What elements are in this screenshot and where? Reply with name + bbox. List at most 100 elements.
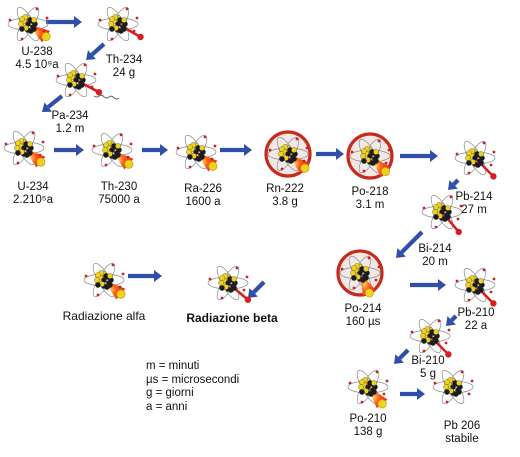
- nucleon: [14, 145, 20, 151]
- electron: [362, 169, 366, 173]
- electron: [208, 277, 212, 281]
- electron: [447, 328, 451, 332]
- nuclide-half-life: 160 µs: [345, 316, 381, 328]
- nucleon: [95, 282, 101, 288]
- atom-pb210: [454, 267, 497, 307]
- nucleon: [350, 270, 356, 276]
- nucleon: [199, 145, 205, 151]
- label-pa234: Pa-234 1.2 m: [51, 110, 88, 136]
- electron: [348, 381, 352, 385]
- electron: [422, 349, 426, 353]
- nucleon: [443, 384, 449, 390]
- electron: [482, 268, 486, 272]
- nucleon: [433, 214, 439, 220]
- arrow-head: [244, 144, 252, 156]
- nucleon: [432, 209, 438, 215]
- arrow-head: [74, 16, 82, 28]
- nucleon: [363, 275, 369, 281]
- nucleon: [15, 150, 21, 156]
- nucleon: [420, 333, 426, 339]
- unit-days: g = giorni: [146, 387, 194, 399]
- nuclide-half-life: 75000 a: [98, 194, 140, 206]
- arrow-head: [42, 102, 52, 112]
- nuclide-name: Po-218: [351, 186, 389, 198]
- nuclide-half-life: 138 g: [353, 426, 383, 438]
- nuclide-name: Th-234: [105, 54, 143, 66]
- nucleon: [278, 151, 284, 157]
- nuclide-name: Pb-214: [455, 191, 493, 203]
- alpha-particle: [36, 157, 46, 167]
- nucleon: [478, 278, 484, 284]
- nucleon: [358, 384, 364, 390]
- arrow-head: [154, 270, 162, 282]
- atom-po214: [336, 249, 384, 298]
- nucleon: [351, 265, 357, 271]
- electron: [280, 167, 284, 171]
- electron: [118, 285, 122, 289]
- legend-beta-atom: [207, 265, 252, 303]
- electron: [352, 286, 356, 290]
- beta-track: [93, 94, 120, 100]
- atom-pa234: [55, 62, 103, 98]
- nucleon: [15, 140, 21, 146]
- electron: [84, 274, 88, 278]
- nuclide-half-life: 2.210⁵a: [13, 194, 53, 206]
- electron: [41, 140, 45, 144]
- nucleon: [373, 149, 379, 155]
- electron: [119, 133, 123, 137]
- nucleon: [291, 147, 297, 153]
- units-legend: m = minuti µs = microsecondi g = giorni …: [146, 360, 239, 414]
- arrow-head: [248, 288, 258, 298]
- nucleon: [103, 152, 109, 158]
- legend-alpha-atom: [83, 262, 126, 300]
- nucleon: [361, 158, 367, 164]
- nuclide-name: Pb 206: [443, 420, 481, 432]
- beta-particle: [95, 89, 103, 96]
- electron: [16, 161, 20, 165]
- atom-u234: [3, 130, 46, 168]
- alpha-particle: [300, 163, 310, 173]
- nucleon: [187, 144, 193, 150]
- electron: [31, 131, 35, 135]
- electron: [45, 16, 49, 20]
- electron: [385, 379, 389, 383]
- nucleon: [363, 266, 369, 272]
- label-bi210: Bi-210 5 g: [411, 355, 444, 381]
- nucleon: [67, 82, 73, 88]
- electron: [350, 150, 354, 154]
- nucleon: [19, 16, 25, 22]
- nuclide-name: Rn-222: [266, 183, 304, 195]
- electron: [467, 392, 471, 396]
- electron: [210, 157, 214, 161]
- nuclide-name: Bi-214: [418, 243, 452, 255]
- electron: [220, 296, 224, 300]
- electron: [434, 225, 438, 229]
- decay-arrow: [452, 178, 460, 186]
- highlight-ring: [346, 132, 394, 180]
- electron: [98, 18, 102, 22]
- decay-arrow: [46, 94, 64, 109]
- electron: [235, 266, 239, 270]
- atom-th234: [97, 6, 144, 42]
- nucleon: [219, 285, 225, 291]
- electron: [90, 85, 94, 89]
- nucleon: [27, 141, 33, 147]
- nucleon: [373, 158, 379, 164]
- electron: [4, 142, 8, 146]
- nucleon: [121, 26, 127, 32]
- nucleon: [466, 277, 472, 283]
- nucleon: [219, 275, 225, 281]
- nucleon: [115, 152, 121, 158]
- nucleon: [478, 287, 484, 293]
- electron: [305, 146, 309, 150]
- label-po210: Po-210 138 g: [349, 413, 386, 439]
- label-rn222: Rn-222 3.8 g: [266, 183, 304, 209]
- beta-particle: [455, 228, 462, 236]
- nucleon: [433, 329, 439, 335]
- electron: [245, 275, 249, 279]
- nucleon: [66, 77, 72, 83]
- unit-minutes: m = minuti: [146, 360, 200, 372]
- label-bi214: Bi-214 20 m: [418, 243, 451, 269]
- nucleon: [466, 287, 472, 293]
- atom-u238: [7, 6, 51, 43]
